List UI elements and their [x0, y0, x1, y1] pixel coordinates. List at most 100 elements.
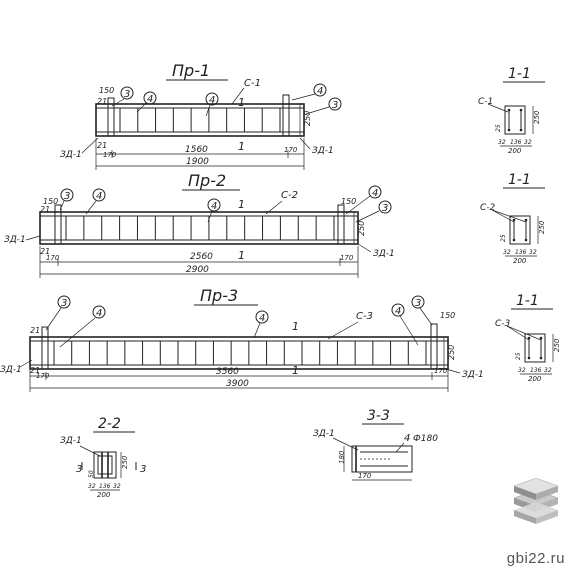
leader: [207, 210, 213, 223]
leader: [399, 315, 419, 346]
section-mark: 1: [292, 320, 299, 333]
dim-span: 2560: [190, 252, 213, 262]
dim-width: 200: [528, 375, 542, 383]
dim-right-end: 170: [284, 146, 298, 154]
leader: [291, 93, 316, 101]
watermark: gbi22.ru: [506, 550, 565, 567]
dim-sub-c: 32: [544, 367, 552, 374]
dim-width: 170: [358, 472, 372, 480]
leader: [327, 321, 359, 340]
section-mark: 1: [238, 249, 245, 262]
leader: [59, 317, 96, 348]
callout-circle: [313, 83, 327, 97]
end-post-right: [430, 323, 438, 370]
callout-circle: [57, 295, 71, 309]
dim-height: 250: [533, 110, 541, 124]
inner-outline: [97, 455, 113, 475]
callout-circle: [143, 91, 157, 105]
section-2-2: 2-2 ЗД-1 3 3 250 50 32 136 32 200: [60, 416, 146, 499]
leader: [506, 325, 530, 341]
embedded-label-right: ЗД-1: [373, 249, 395, 259]
leader: [491, 209, 515, 223]
dim-sub-a: 32: [518, 367, 526, 374]
leader: [81, 137, 99, 154]
callout-label: 3: [332, 100, 338, 111]
section-mark: 1: [238, 198, 245, 211]
dim-sub-a: 32: [503, 249, 511, 256]
beam-pr2: Пр-2 3 4 4 4 3 С-2 1 1 150 21 21 170 ЗД-…: [4, 171, 395, 278]
frame-label: С-1: [478, 97, 493, 107]
dim-height: 180: [338, 450, 346, 464]
embedded-label-right: ЗД-1: [312, 146, 334, 156]
leader: [85, 200, 97, 215]
dim-total: 1900: [186, 157, 209, 167]
end-post-right: [337, 204, 345, 245]
cut-mark-right: 3: [140, 464, 146, 475]
dim-height: 250: [357, 221, 366, 236]
section-outline: [524, 333, 546, 363]
section-outline: [504, 105, 526, 135]
callout-circle: [205, 92, 219, 106]
embedded-label-left: ЗД-1: [4, 235, 26, 245]
leader: [205, 104, 211, 117]
dim-sub-b: 136: [515, 249, 527, 256]
leader: [332, 437, 359, 451]
dim-height: 250: [303, 111, 312, 126]
leader: [506, 325, 542, 341]
embedded-label-right: ЗД-1: [462, 370, 484, 380]
bar-dot: [524, 218, 528, 222]
callout-circle: [368, 185, 382, 199]
bar-dot: [519, 108, 523, 112]
bar-dot: [527, 356, 531, 360]
leader: [231, 87, 245, 105]
callout-circle: [92, 305, 106, 319]
dim-cover: 150: [99, 86, 114, 95]
section-title: 1-1: [508, 172, 531, 188]
callout-label: 3: [61, 298, 67, 309]
dim-span: 1560: [185, 145, 208, 155]
section-1-1-a: 1-1 С-1 250 25 32 136 32 200: [478, 66, 545, 155]
leader: [79, 445, 101, 457]
bar-dot: [507, 108, 511, 112]
leader: [19, 359, 33, 368]
frame-label: С-3: [356, 311, 373, 322]
end-post-right: [282, 94, 290, 137]
leader: [253, 322, 261, 339]
leader: [345, 195, 371, 215]
dim-sub-a: 32: [498, 139, 506, 146]
dim-sub-c: 32: [113, 483, 121, 490]
section-outline: [351, 445, 413, 473]
embedded-label: ЗД-1: [313, 429, 335, 439]
leader: [491, 209, 527, 223]
dim-small: 50: [88, 470, 95, 478]
section-1-1-c: 1-1 С-3 250 25 32 136 32 200: [495, 293, 561, 383]
section-title: 1-1: [516, 293, 539, 309]
embedded-label-left: ЗД-1: [60, 150, 82, 160]
callout-label: 4: [209, 95, 215, 106]
callout-label: 4: [211, 201, 217, 212]
end-post-left: [54, 204, 62, 245]
dim-width: 200: [97, 491, 111, 499]
dim-right-end: 170: [434, 367, 448, 375]
section-mark: 1: [238, 140, 245, 153]
leader: [59, 200, 65, 211]
bar-dot: [507, 128, 511, 132]
dim-right-end: 170: [340, 254, 354, 262]
dim-width: 200: [508, 147, 522, 155]
callout-label: 3: [415, 298, 421, 309]
dim-bottom-gap: 21: [30, 366, 40, 375]
callout-circle: [207, 198, 221, 212]
bar-dot: [519, 128, 523, 132]
callout-label: 4: [96, 308, 102, 319]
dim-height: 250: [121, 455, 129, 469]
callout-circle: [411, 295, 425, 309]
dim-total: 3900: [226, 379, 249, 389]
leader: [265, 200, 283, 215]
callout-circle: [391, 303, 405, 317]
stirrup-group: [53, 341, 427, 365]
dim-height: 250: [553, 338, 561, 352]
bar-dot: [524, 238, 528, 242]
stirrup-group: [65, 216, 335, 240]
section-title: 3-3: [367, 408, 390, 424]
